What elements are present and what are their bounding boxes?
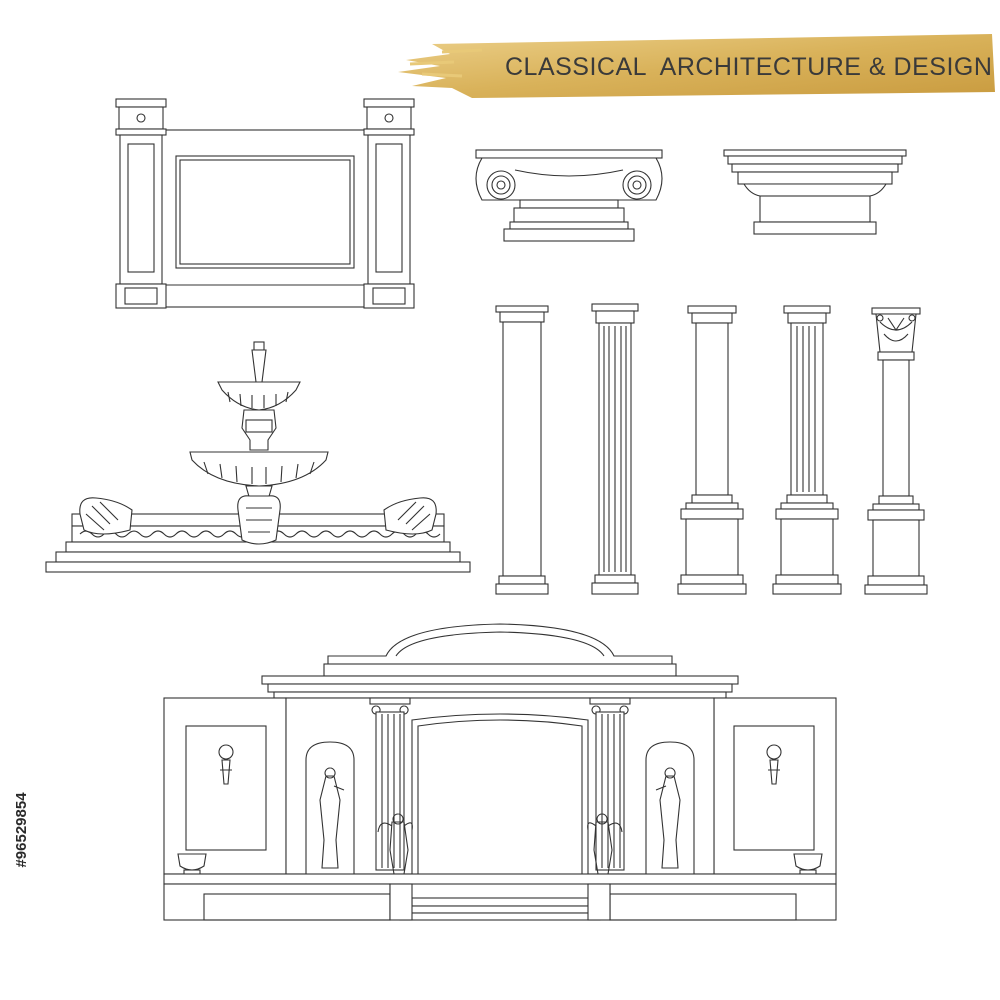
wall-panel-elevation (115, 98, 415, 309)
column-on-pedestal (677, 305, 747, 595)
column-plain (495, 305, 549, 595)
gazebo-facade (163, 623, 837, 921)
ionic-capital (475, 149, 663, 242)
page-title: CLASSICAL ARCHITECTURE & DESIGN (505, 53, 993, 81)
entablature-cornice (723, 149, 907, 235)
title-brush-banner (398, 34, 995, 98)
column-corinthian-on-pedestal (864, 307, 928, 595)
column-fluted-doric (591, 303, 639, 595)
fountain (45, 341, 471, 573)
column-fluted-on-pedestal (772, 305, 842, 595)
